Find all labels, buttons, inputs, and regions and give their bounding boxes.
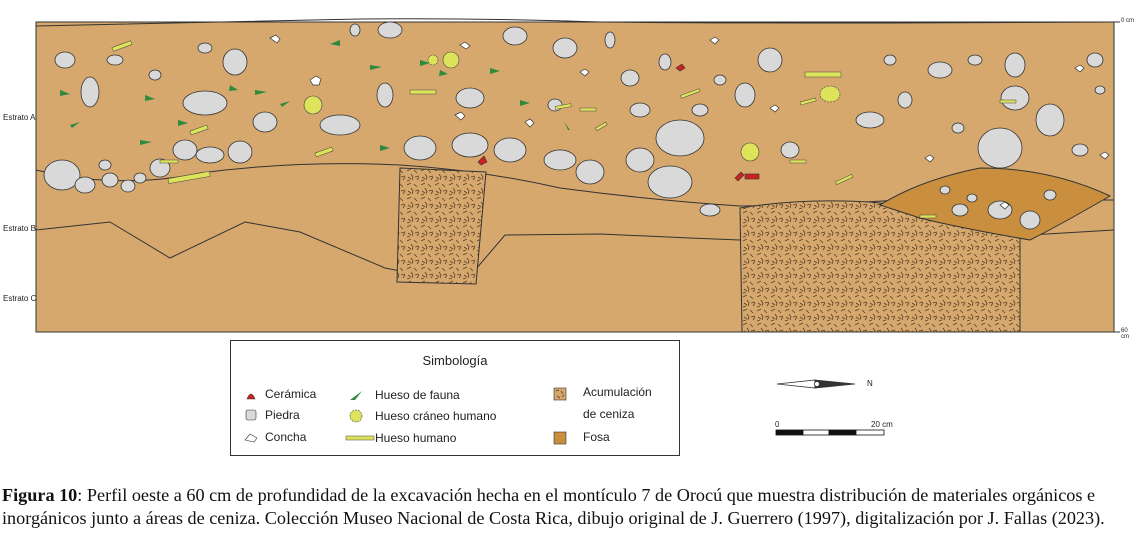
fauna-bone-icon — [350, 391, 362, 400]
skull-bones — [303, 51, 841, 162]
legend-ceniza-2: de ceniza — [583, 407, 635, 421]
surface-line — [35, 18, 1115, 27]
north-label: N — [867, 379, 873, 388]
human-bones — [111, 40, 1017, 219]
legend-fosa: Fosa — [583, 430, 610, 444]
human-bone-icon — [345, 435, 375, 441]
depth-top-label: 0 cm — [1121, 18, 1135, 24]
legend-hueso-fauna: Hueso de fauna — [375, 388, 460, 402]
ash-accumulation-icon — [553, 387, 567, 401]
excavation-profile-figure: Estrato A Estrato B Estrato C 0 cm 60 cm — [3, 18, 1135, 340]
legend-ceniza-1: Acumulación — [583, 385, 652, 399]
shells — [269, 34, 1110, 210]
legend-hueso-craneo: Hueso cráneo humano — [375, 409, 497, 423]
figure-caption: Figura 10: Perfil oeste a 60 cm de profu… — [2, 484, 1132, 530]
ash-pit-1 — [396, 167, 487, 285]
legend-title: Simbología — [422, 353, 488, 368]
stone-icon — [245, 409, 257, 421]
caption-label: Figura 10 — [2, 485, 78, 505]
stratum-b-label: Estrato B — [3, 224, 36, 233]
depth-bottom-label: 60 cm — [1121, 328, 1129, 340]
scale-bar — [775, 429, 885, 436]
stratum-c-label: Estrato C — [3, 294, 37, 303]
north-arrow-icon — [776, 379, 856, 389]
caption-text: : Perfil oeste a 60 cm de profundidad de… — [2, 485, 1105, 528]
legend-concha: Concha — [265, 430, 307, 444]
legend-hueso-humano: Hueso humano — [375, 431, 457, 445]
legend-box: Simbología Cerámica Piedra Concha Hueso … — [230, 340, 680, 456]
fauna-bones — [60, 40, 570, 151]
scale-end-label: 20 cm — [871, 420, 893, 429]
fosa-icon — [553, 431, 567, 445]
ceramic-icon — [246, 393, 256, 400]
stratum-a-label: Estrato A — [3, 113, 36, 122]
legend-ceramica: Cerámica — [265, 387, 317, 401]
shell-icon — [244, 433, 258, 443]
skull-bone-icon — [349, 409, 363, 423]
legend-piedra: Piedra — [265, 408, 300, 422]
scale-start-label: 0 — [775, 420, 780, 429]
profile-drawing — [35, 18, 1120, 333]
stones — [43, 21, 1106, 230]
ceramics — [477, 63, 760, 182]
